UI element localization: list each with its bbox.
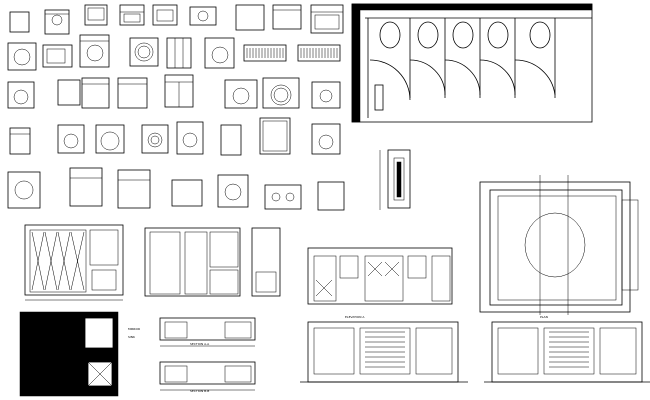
dryer-symbol: [84, 4, 108, 26]
washer-symbol: [79, 34, 110, 68]
dishwasher-symbol: [69, 167, 103, 207]
ceiling-plan: [479, 175, 639, 315]
dishwasher-symbol: [220, 124, 242, 156]
section-b-caption: SECTION B-B: [190, 389, 209, 393]
washer-symbol: [262, 77, 300, 109]
appliance-symbol: [117, 77, 148, 109]
oven-symbol: [152, 4, 178, 26]
note-sink: SINK: [128, 335, 136, 339]
plan-caption: PLAN: [540, 315, 548, 319]
washer-symbol: [176, 121, 204, 155]
fridge-symbol: [259, 117, 291, 155]
washer-symbol: [311, 81, 341, 109]
washer-symbol: [141, 124, 169, 154]
washer-symbol: [7, 171, 41, 209]
appliance-library: [7, 4, 345, 211]
appliance-symbol: [57, 79, 81, 106]
oven-symbol: [171, 179, 203, 207]
appliance-symbol: [81, 77, 110, 109]
dishwasher-symbol: [317, 181, 345, 211]
washer-symbol: [224, 79, 258, 109]
cabinet-elevation: [144, 227, 281, 297]
washer-symbol: [217, 174, 249, 208]
carved-cabinet-front: [307, 247, 453, 305]
washer-symbol: [189, 6, 217, 26]
washer-symbol: [57, 124, 85, 154]
toilet-icon: [487, 21, 509, 49]
section-detail: [379, 149, 411, 210]
washer-symbol: [129, 37, 159, 67]
washer-symbol: [204, 37, 235, 69]
section-a-caption: SECTION A-A: [190, 342, 210, 346]
panel-wall-elevation-1: [300, 321, 468, 383]
toilet-icon: [417, 21, 439, 49]
washer-symbol: [311, 123, 341, 155]
wardrobe-elevation: [24, 224, 124, 301]
grille-symbol: [297, 44, 341, 62]
appliance-symbol: [310, 4, 344, 34]
dishwasher-symbol: [119, 4, 145, 26]
cooktop-symbol: [264, 184, 302, 210]
toilet-icon: [379, 21, 401, 49]
toilet-icon: [529, 21, 551, 49]
panel-wall-elevation-2: [484, 321, 650, 383]
washer-symbol: [95, 124, 125, 154]
fridge-symbol: [235, 4, 265, 31]
appliance-symbol: [272, 4, 302, 30]
microwave-symbol: [42, 44, 73, 68]
washer-symbol: [7, 42, 37, 71]
room-plan-filled: [19, 311, 119, 397]
cabinet-symbol: [166, 37, 192, 69]
toilet-stall-plan: [351, 3, 593, 123]
cabinet-symbol: [164, 74, 194, 108]
elevation-a-caption: ELEVATION A: [345, 315, 365, 319]
appliance-symbol: [9, 127, 31, 155]
toilet-icon: [452, 21, 474, 49]
washer-symbol: [44, 9, 70, 35]
dishwasher-symbol: [117, 169, 151, 209]
cabinet-sections: [159, 317, 256, 391]
grille-symbol: [243, 44, 287, 62]
washer-symbol: [9, 11, 30, 33]
washer-symbol: [7, 81, 35, 109]
note-mirror: MIRROR: [128, 327, 140, 331]
